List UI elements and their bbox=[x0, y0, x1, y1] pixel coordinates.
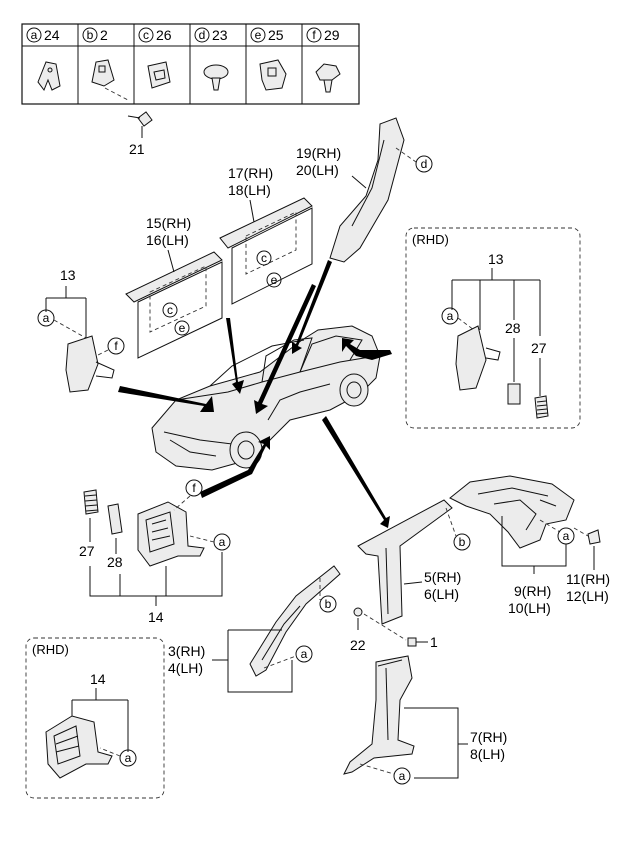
callout-6: 6(LH) bbox=[424, 586, 459, 602]
callout-27: 27 bbox=[79, 543, 95, 559]
svg-text:f: f bbox=[114, 339, 118, 353]
svg-text:b: b bbox=[459, 535, 466, 549]
screw-21: 21 bbox=[127, 111, 153, 157]
callout-13: 13 bbox=[60, 267, 76, 283]
callout-10: 10(LH) bbox=[508, 600, 551, 616]
location-arrows bbox=[118, 260, 392, 528]
svg-text:23: 23 bbox=[212, 27, 228, 43]
clip-c-icon bbox=[147, 61, 171, 89]
svg-text:a: a bbox=[563, 529, 570, 543]
callout-18: 18(LH) bbox=[228, 182, 271, 198]
svg-text:f: f bbox=[192, 481, 196, 495]
svg-text:25: 25 bbox=[268, 27, 284, 43]
callout-20: 20(LH) bbox=[296, 162, 339, 178]
part-19-20: d 19(RH) 20(LH) bbox=[296, 117, 433, 263]
svg-text:a: a bbox=[399, 769, 406, 783]
svg-text:c: c bbox=[167, 303, 173, 317]
svg-text:d: d bbox=[421, 157, 428, 171]
callout-17: 17(RH) bbox=[228, 165, 273, 181]
part-5-6: b 5(RH) 6(LH) 22 1 bbox=[350, 499, 471, 653]
svg-text:a: a bbox=[125, 751, 132, 765]
legend-cell-f: f 29 bbox=[306, 27, 340, 43]
callout-15: 15(RH) bbox=[146, 215, 191, 231]
svg-text:29: 29 bbox=[324, 27, 340, 43]
callout-16: 16(LH) bbox=[146, 232, 189, 248]
callout-11: 11(RH) bbox=[566, 571, 610, 587]
svg-text:24: 24 bbox=[44, 27, 60, 43]
callout-8: 8(LH) bbox=[470, 746, 505, 762]
callout-19: 19(RH) bbox=[296, 145, 341, 161]
screw-grommet-f-icon bbox=[315, 63, 341, 93]
callout-28-rhd: 28 bbox=[505, 320, 521, 336]
callout-27-rhd: 27 bbox=[531, 340, 547, 356]
svg-text:a: a bbox=[447, 309, 454, 323]
svg-text:e: e bbox=[255, 28, 262, 42]
callout-22: 22 bbox=[350, 637, 366, 653]
svg-text:d: d bbox=[199, 28, 206, 42]
svg-text:e: e bbox=[271, 273, 278, 287]
clip-e-icon bbox=[259, 59, 287, 91]
rhd-label-bottom: (RHD) bbox=[32, 642, 69, 657]
part-15-16: c e 15(RH) 16(LH) bbox=[125, 215, 223, 359]
callout-3: 3(RH) bbox=[168, 643, 205, 659]
legend-cell-d: d 23 bbox=[194, 27, 228, 43]
callout-9: 9(RH) bbox=[514, 583, 551, 599]
callout-28: 28 bbox=[107, 554, 123, 570]
svg-text:26: 26 bbox=[156, 27, 172, 43]
part-7-8: 7(RH) 8(LH) a bbox=[343, 655, 507, 785]
svg-text:a: a bbox=[301, 647, 308, 661]
svg-text:a: a bbox=[43, 311, 50, 325]
svg-text:b: b bbox=[87, 28, 94, 42]
callout-14: 14 bbox=[148, 609, 164, 625]
part-3-4: b a 3(RH) 4(LH) bbox=[168, 565, 341, 693]
part-9-10: a 9(RH) 10(LH) 11(RH) 12(LH) bbox=[449, 475, 610, 616]
legend-cell-c: c 26 bbox=[138, 27, 172, 43]
svg-text:2: 2 bbox=[100, 27, 108, 43]
rhd-box-top: (RHD) 13 a 28 27 bbox=[405, 227, 581, 429]
callout-13-rhd: 13 bbox=[488, 251, 504, 267]
part-17-18: c e 17(RH) 18(LH) bbox=[219, 165, 313, 305]
clip-b-icon bbox=[91, 59, 129, 101]
callout-5: 5(RH) bbox=[424, 569, 461, 585]
rhd-box-bottom: (RHD) 14 a bbox=[25, 637, 165, 799]
part-13: 13 a f bbox=[37, 267, 125, 393]
callout-7: 7(RH) bbox=[470, 729, 507, 745]
legend-cell-a: a 24 bbox=[26, 27, 60, 43]
clip-a-icon bbox=[37, 61, 61, 92]
part-14: f a 27 28 14 bbox=[79, 479, 231, 625]
push-pin-d-icon bbox=[203, 64, 229, 91]
svg-text:a: a bbox=[219, 535, 226, 549]
callout-14-rhd: 14 bbox=[90, 671, 106, 687]
callout-4: 4(LH) bbox=[168, 660, 203, 676]
svg-text:c: c bbox=[143, 28, 149, 42]
car-body-illustration bbox=[151, 325, 381, 471]
callout-12: 12(LH) bbox=[566, 588, 609, 604]
svg-text:a: a bbox=[31, 28, 38, 42]
svg-text:f: f bbox=[312, 28, 316, 42]
rhd-label-top: (RHD) bbox=[412, 232, 449, 247]
legend-cell-b: b 2 bbox=[82, 27, 108, 43]
callout-21: 21 bbox=[129, 141, 145, 157]
svg-text:c: c bbox=[261, 251, 267, 265]
fastener-legend-table: a 24 b 2 c 26 d 23 e 25 f 29 bbox=[21, 23, 360, 105]
legend-cell-e: e 25 bbox=[250, 27, 284, 43]
svg-text:b: b bbox=[325, 597, 332, 611]
svg-text:e: e bbox=[179, 321, 186, 335]
callout-1: 1 bbox=[430, 634, 438, 650]
